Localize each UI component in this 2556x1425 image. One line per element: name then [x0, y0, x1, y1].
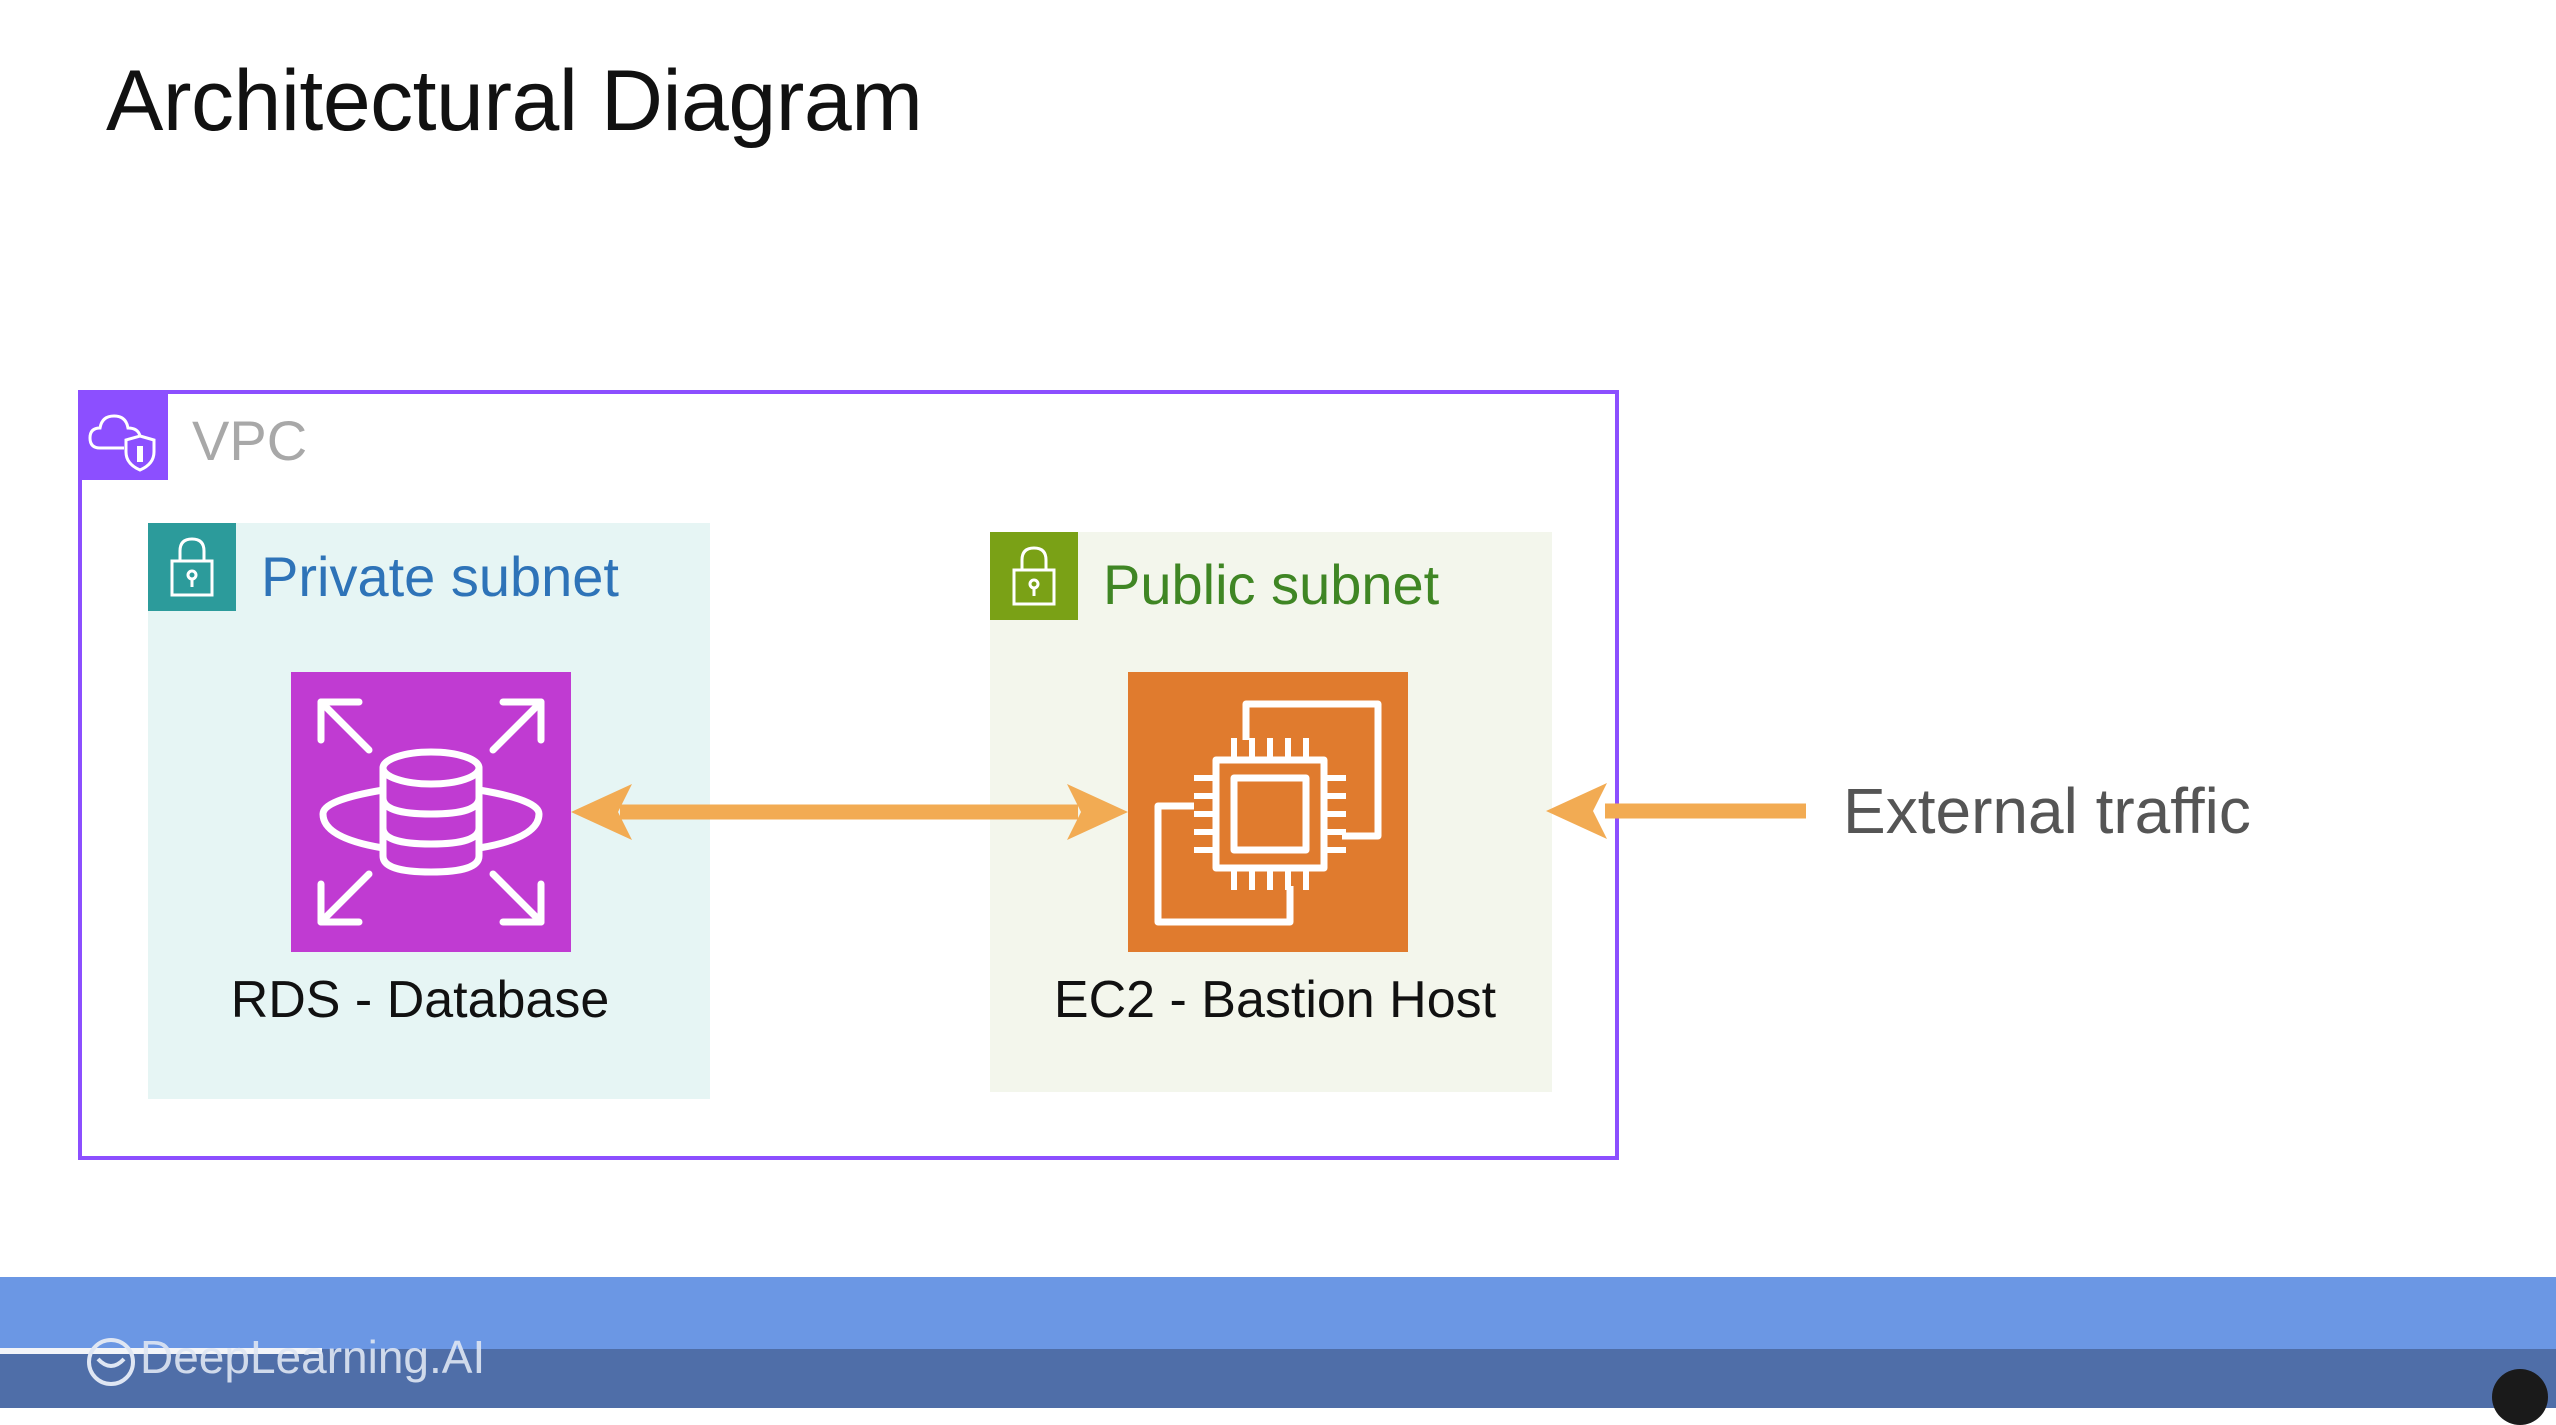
- public-subnet-label: Public subnet: [1103, 553, 1440, 616]
- vpc-label: VPC: [192, 409, 308, 472]
- external-traffic-label: External traffic: [1843, 775, 2251, 847]
- ec2-tile: [1128, 672, 1408, 952]
- vpc-cloud-shield-icon: [88, 414, 156, 472]
- rds-arrowhead: [571, 784, 632, 840]
- lock-icon: [1012, 546, 1056, 606]
- brand-name: DeepLearning.AI: [140, 1331, 486, 1383]
- public-subnet-badge: [990, 532, 1078, 620]
- captions-button[interactable]: [2492, 1369, 2548, 1425]
- vpc-badge: [78, 390, 168, 480]
- rds-label: RDS - Database: [230, 971, 610, 1029]
- lock-icon: [170, 537, 214, 597]
- private-subnet-badge: [148, 523, 236, 611]
- deeplearning-logo-icon: [86, 1337, 136, 1392]
- ec2-arrowhead: [1067, 784, 1128, 840]
- rds-tile: [291, 672, 571, 952]
- video-progress-bar[interactable]: [0, 1348, 323, 1354]
- private-subnet-label: Private subnet: [261, 545, 619, 608]
- page-title: Architectural Diagram: [106, 53, 923, 149]
- vpc-container: [78, 390, 1619, 1160]
- rds-database-icon: [317, 698, 545, 926]
- footer-banner: [0, 1277, 2556, 1349]
- ec2-label: EC2 - Bastion Host: [1053, 971, 1497, 1029]
- external-arrowhead: [1546, 783, 1607, 839]
- video-control-bar: [0, 1349, 2556, 1408]
- ec2-chip-icon: [1154, 700, 1382, 926]
